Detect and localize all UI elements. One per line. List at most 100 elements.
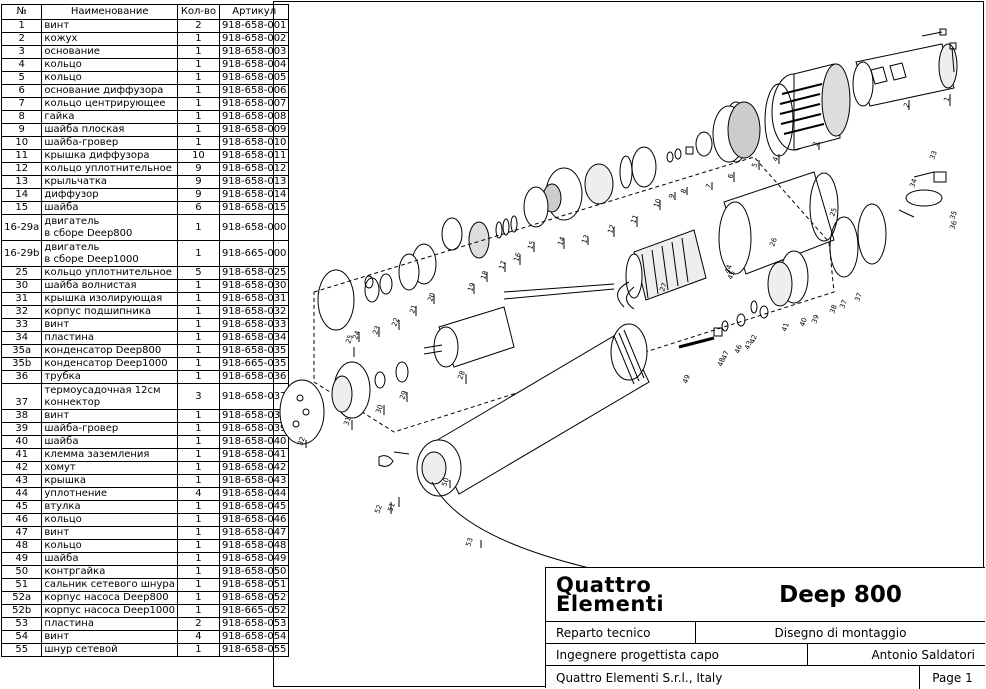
part-number: 45 <box>0 500 43 514</box>
company-name: Quattro Elementi S.r.l., Italy <box>546 666 920 689</box>
part-centering-ring <box>695 131 713 157</box>
callout-label: 13 <box>580 234 591 245</box>
callout-label: 49 <box>681 374 692 385</box>
part-name: шайба плоская <box>41 123 178 137</box>
part-name: втулка <box>41 500 178 514</box>
part-name: кольцо центрирующее <box>41 97 178 111</box>
part-name: сальник сетевого шнура <box>41 578 178 592</box>
part-31 <box>331 361 371 419</box>
model-name: Deep 800 <box>779 581 902 608</box>
callout-label: 50 <box>440 477 451 488</box>
part-quantity: 1 <box>176 240 220 267</box>
part-quantity: 1 <box>176 318 220 332</box>
part-name: шайба <box>41 435 178 449</box>
part-name: диффузор <box>41 188 178 202</box>
callout-label: 41 <box>780 322 791 333</box>
part-quantity: 1 <box>176 84 220 98</box>
callout-label: 20 <box>426 292 437 303</box>
part-number: 25 <box>0 266 43 280</box>
part-quantity: 1 <box>176 279 220 293</box>
callout-label: 19 <box>466 282 477 293</box>
part-oring-25c <box>857 203 887 265</box>
part-name: пластина <box>41 331 178 345</box>
assembly-drawing: 1234567891011121314151617181920212223242… <box>279 28 959 567</box>
callout-label: 7 <box>704 183 713 190</box>
part-30 <box>374 371 386 389</box>
part-number: 49 <box>0 552 43 566</box>
part-quantity: 1 <box>176 435 220 449</box>
part-quantity: 1 <box>176 409 220 423</box>
callout-label: 17 <box>497 260 508 271</box>
callout-label: 23 <box>371 325 382 336</box>
part-quantity: 1 <box>176 136 220 150</box>
part-cover <box>852 43 958 107</box>
part-name: конденсатор Deep1000 <box>41 357 178 371</box>
part-name: крышка изолирующая <box>41 292 178 306</box>
part-name: корпус подшипника <box>41 305 178 319</box>
callout-label: 4 <box>771 155 780 162</box>
callout-label: 15 <box>526 240 537 251</box>
callout-label: 9 <box>667 193 676 200</box>
part-number: 55 <box>0 643 43 657</box>
callout-label: 38 <box>828 304 839 315</box>
callout-label: 1 <box>942 96 951 103</box>
part-quantity: 1 <box>176 58 220 72</box>
part-quantity: 1 <box>176 539 220 553</box>
callout-label: 31 <box>342 416 353 427</box>
part-name: трубка <box>41 370 178 384</box>
part-number: 15 <box>0 201 43 215</box>
part-name: клемма заземления <box>41 448 178 462</box>
part-cover-43 <box>767 250 809 307</box>
part-number: 54 <box>0 630 43 644</box>
part-name: шайба-гровер <box>41 136 178 150</box>
part-50 <box>713 327 723 337</box>
part-name: кольцо <box>41 71 178 85</box>
part-quantity: 4 <box>176 630 220 644</box>
part-number: 38 <box>0 409 43 423</box>
part-capacitor <box>898 171 947 218</box>
part-number: 3 <box>0 45 43 59</box>
part-article: 918-658-051 <box>218 578 290 592</box>
callout-label: 32 <box>296 436 307 447</box>
part-name: кольцо <box>41 539 178 553</box>
part-49 <box>721 320 729 332</box>
page-number: Page 1 <box>932 670 973 685</box>
part-23 <box>364 277 380 303</box>
part-quantity: 1 <box>176 331 220 345</box>
part-number: 39 <box>0 422 43 436</box>
callout-label: 24 <box>351 329 362 341</box>
part-screws <box>921 28 957 73</box>
callout-label: 27 <box>658 282 669 293</box>
part-name: гайка <box>41 110 178 124</box>
part-article: 918-658-000 <box>218 214 290 241</box>
callout-label: 40 <box>798 317 809 328</box>
callout-label: 35 <box>948 210 959 221</box>
part-bearing-housing <box>279 379 325 445</box>
callout-label: 39 <box>810 314 821 325</box>
part-45 <box>759 305 769 319</box>
part-number: 52a <box>0 591 43 605</box>
company-logo: Quattro Elementi <box>556 572 665 616</box>
callout-label: 28 <box>456 370 467 381</box>
part-name: основание <box>41 45 178 59</box>
part-number: 36 <box>0 370 43 384</box>
callout-label: 52 <box>373 504 384 515</box>
part-quantity: 1 <box>176 526 220 540</box>
callout-label: 44 <box>723 263 734 275</box>
part-quantity: 1 <box>176 474 220 488</box>
part-name: крышка <box>41 474 178 488</box>
part-quantity: 1 <box>176 591 220 605</box>
